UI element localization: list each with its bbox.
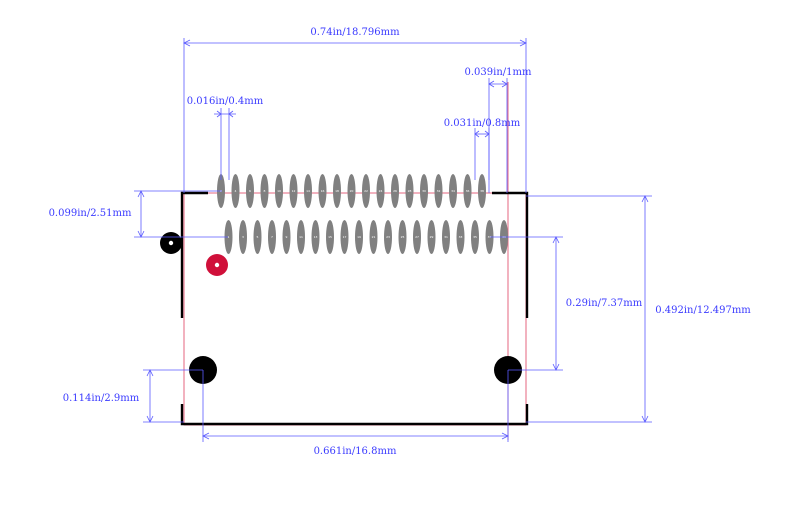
dim-row-to-mount: 0.29in/7.37mm (490, 236, 643, 371)
bottom-row-pad-label: 17 (343, 235, 347, 239)
top-row-pad (289, 174, 298, 208)
dim-row-offset-label: 0.031in/0.8mm (444, 118, 521, 129)
top-row-pad (405, 174, 414, 208)
top-row-pad-label: 38 (480, 189, 484, 193)
bottom-row-pad (398, 220, 407, 254)
bottom-row-pad-label: 7 (271, 235, 273, 239)
bottom-row-pad (427, 220, 436, 254)
top-row-pad-label: 32 (437, 189, 441, 193)
dim-overall-width-label: 0.74in/18.796mm (310, 27, 400, 38)
top-row-pad (362, 174, 370, 208)
bottom-row-pad (456, 220, 465, 254)
bottom-row-pad-label: 9 (286, 235, 288, 239)
top-row-pad-label: 4 (235, 189, 237, 193)
bottom-row-pad (413, 220, 421, 254)
top-row-pad-label: 10 (277, 189, 281, 193)
dim-row-offset: 0.031in/0.8mm (444, 118, 521, 180)
bottom-row-pad-label: 19 (357, 235, 361, 239)
top-row-pad-label: 36 (466, 189, 470, 193)
bottom-row-pad (471, 220, 479, 254)
dim-top-row-offset: 0.099in/2.51mm (49, 190, 228, 238)
top-row-pad-label: 34 (451, 189, 455, 193)
bottom-row-pad-label: 15 (328, 235, 332, 239)
bottom-row-pad (224, 220, 233, 254)
dim-overall-height-label: 0.492in/12.497mm (655, 305, 751, 316)
bottom-row-pad (369, 220, 378, 254)
top-row-pad-label: 18 (335, 189, 339, 193)
top-row-pad-label: 8 (264, 189, 266, 193)
dim-top-row-offset-label: 0.099in/2.51mm (49, 208, 132, 219)
dim-pad-width: 0.016in/0.4mm (187, 96, 264, 180)
dim-row-to-mount-label: 0.29in/7.37mm (566, 298, 643, 309)
dim-pin-pitch-end-label: 0.039in/1mm (465, 67, 532, 78)
dim-pad-width-label: 0.016in/0.4mm (187, 96, 264, 107)
top-row-pad (333, 174, 341, 208)
bottom-row-pad (253, 220, 262, 254)
top-row-pad (391, 174, 399, 208)
alignment-hole-center (168, 240, 174, 246)
top-row-pad-label: 16 (321, 189, 325, 193)
bottom-row-pad (239, 220, 247, 254)
bottom-row-pad (268, 220, 276, 254)
bottom-row-pad-label: 23 (386, 235, 390, 239)
bottom-row-pad-label: 27 (415, 235, 419, 239)
bottom-row-pad (326, 220, 334, 254)
dim-overall-width: 0.74in/18.796mm (183, 27, 527, 193)
top-row-pad (246, 174, 254, 208)
top-row-pad (376, 174, 385, 208)
top-row-pad-label: 26 (393, 189, 397, 193)
top-row-pad (449, 174, 457, 208)
top-row-pad (420, 174, 428, 208)
dim-mount-to-bottom: 0.114in/2.9mm (63, 369, 203, 423)
dim-mount-spacing: 0.661in/16.8mm (202, 370, 509, 457)
bottom-row-pad (384, 220, 392, 254)
bottom-row-pad (355, 220, 363, 254)
top-row-pad-label: 20 (350, 189, 354, 193)
top-row-pad (463, 174, 472, 208)
bottom-row-pad (282, 220, 291, 254)
top-row-pad (275, 174, 283, 208)
bottom-row-pad (311, 220, 320, 254)
bottom-row-pad-label: 5 (257, 235, 259, 239)
top-row-pad (304, 174, 312, 208)
bottom-row-pad (297, 220, 305, 254)
top-row-pad-label: 30 (422, 189, 426, 193)
dim-mount-spacing-label: 0.661in/16.8mm (314, 446, 397, 457)
pin1-marker-center (214, 262, 220, 268)
top-row-pad-label: 14 (306, 189, 310, 193)
top-row-pad-label: 6 (249, 189, 251, 193)
top-row-pad (434, 174, 443, 208)
dim-mount-to-bottom-label: 0.114in/2.9mm (63, 393, 140, 404)
bottom-row-pad (442, 220, 450, 254)
bottom-row-pad-label: 37 (488, 235, 492, 239)
bottom-row-pad-label: 3 (242, 235, 244, 239)
bottom-row-pad-label: 33 (459, 235, 463, 239)
top-row-pad (260, 174, 269, 208)
bottom-row-pad-label: 31 (444, 235, 448, 239)
bottom-row-pad-label: 1 (228, 235, 230, 239)
bottom-row-pad (485, 220, 494, 254)
bottom-row-pad-label: 25 (401, 235, 405, 239)
bottom-row-pad-label: 29 (430, 235, 434, 239)
top-row-pad (347, 174, 356, 208)
bottom-row-pad-label: 35 (473, 235, 477, 239)
top-row-pad-label: 22 (364, 189, 368, 193)
top-row-pad (318, 174, 327, 208)
component-outline (180, 191, 529, 426)
top-row-pad (231, 174, 240, 208)
dim-overall-height: 0.492in/12.497mm (526, 195, 751, 423)
top-row-pad-label: 24 (379, 189, 383, 193)
top-row-pad-label: 12 (292, 189, 296, 193)
bottom-row-pad-label: 13 (314, 235, 318, 239)
top-row-pad (478, 174, 486, 208)
bottom-row-pad (340, 220, 349, 254)
top-row-pad-label: 28 (408, 189, 412, 193)
bottom-row-pad-label: 11 (299, 235, 303, 239)
bottom-row-pad-label: 21 (372, 235, 376, 239)
